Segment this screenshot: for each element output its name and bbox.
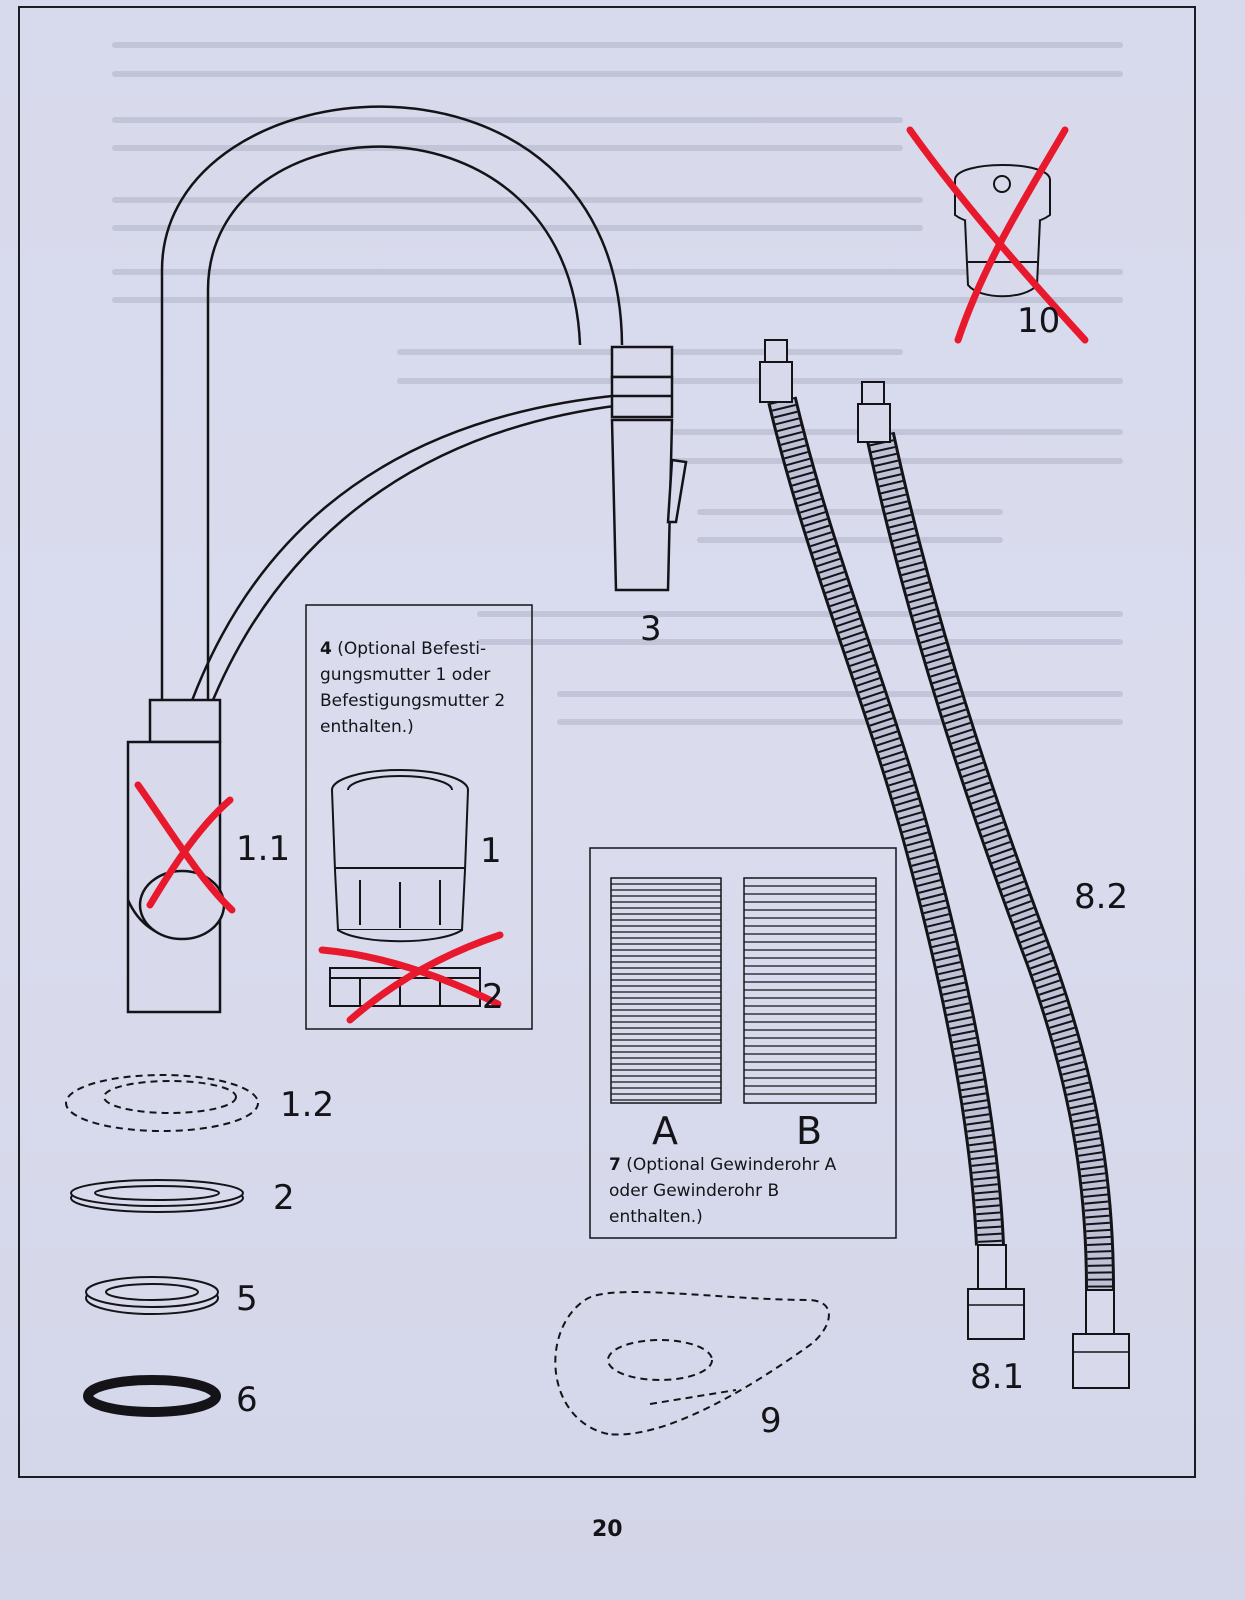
washer-2: [70, 1179, 244, 1213]
base-plate-9: [554, 1291, 830, 1436]
label-part-5: 5: [236, 1279, 258, 1319]
label-pipe-a: A: [652, 1109, 678, 1153]
cross-mark-part-10-a: [906, 126, 1089, 344]
cross-mark-nut-2-a: [318, 946, 502, 1008]
o-ring-6: [83, 1375, 221, 1417]
aerator-key: [954, 164, 1051, 298]
label-part-8-1: 8.1: [970, 1357, 1025, 1397]
label-nut-2: 2: [482, 977, 504, 1017]
label-part-9: 9: [760, 1401, 782, 1441]
label-part-1-2: 1.2: [280, 1085, 335, 1125]
nut-box-caption-line-1: (Optional Befesti-: [337, 639, 487, 659]
cross-out-marks: [134, 126, 1089, 1024]
washer-5: [85, 1276, 219, 1315]
supply-hose-8-1: [759, 339, 1025, 1340]
fastening-nut-1: [331, 769, 469, 943]
nut-box-caption-line-4: enthalten.): [320, 717, 414, 737]
label-part-10: 10: [1017, 301, 1061, 341]
pipe-box-caption-line-2: oder Gewinderohr B: [609, 1181, 780, 1201]
label-part-2: 2: [273, 1178, 295, 1218]
label-part-6: 6: [236, 1380, 258, 1420]
page-number: 20: [592, 1517, 623, 1542]
supply-hose-8-2: [857, 381, 1130, 1389]
cross-mark-part-1-1-b: [146, 796, 234, 909]
pipe-box-caption-line-1: (Optional Gewinderohr A: [626, 1155, 837, 1175]
pipe-box-caption: 7 (Optional Gewinderohr A oder Gewindero…: [609, 1152, 889, 1230]
pipe-threads: [611, 883, 876, 1101]
label-part-8-2: 8.2: [1074, 877, 1129, 917]
diagram-frame: [18, 6, 1196, 1478]
pipe-box-caption-line-3: enthalten.): [609, 1207, 703, 1227]
label-pipe-b: B: [796, 1109, 823, 1153]
nut-box-caption: 4 (Optional Befesti- gungsmutter 1 oder …: [320, 636, 530, 740]
pipe-box-frame: [589, 847, 897, 1239]
cross-mark-nut-2-b: [346, 931, 504, 1024]
label-part-3: 3: [640, 609, 662, 649]
label-nut-1: 1: [480, 831, 502, 871]
nut-box-frame: [305, 604, 533, 1030]
threaded-pipe-a: [610, 877, 722, 1104]
pipe-box-number: 7: [609, 1155, 621, 1175]
nut-box-caption-line-2: gungsmutter 1 oder: [320, 665, 491, 685]
cross-mark-part-10-b: [954, 126, 1069, 344]
nut-box-caption-line-3: Befestigungsmutter 2: [320, 691, 506, 711]
label-part-1-1: 1.1: [236, 829, 291, 869]
gasket-1-2-dashed: [65, 1074, 259, 1132]
nut-box-number: 4: [320, 639, 332, 659]
